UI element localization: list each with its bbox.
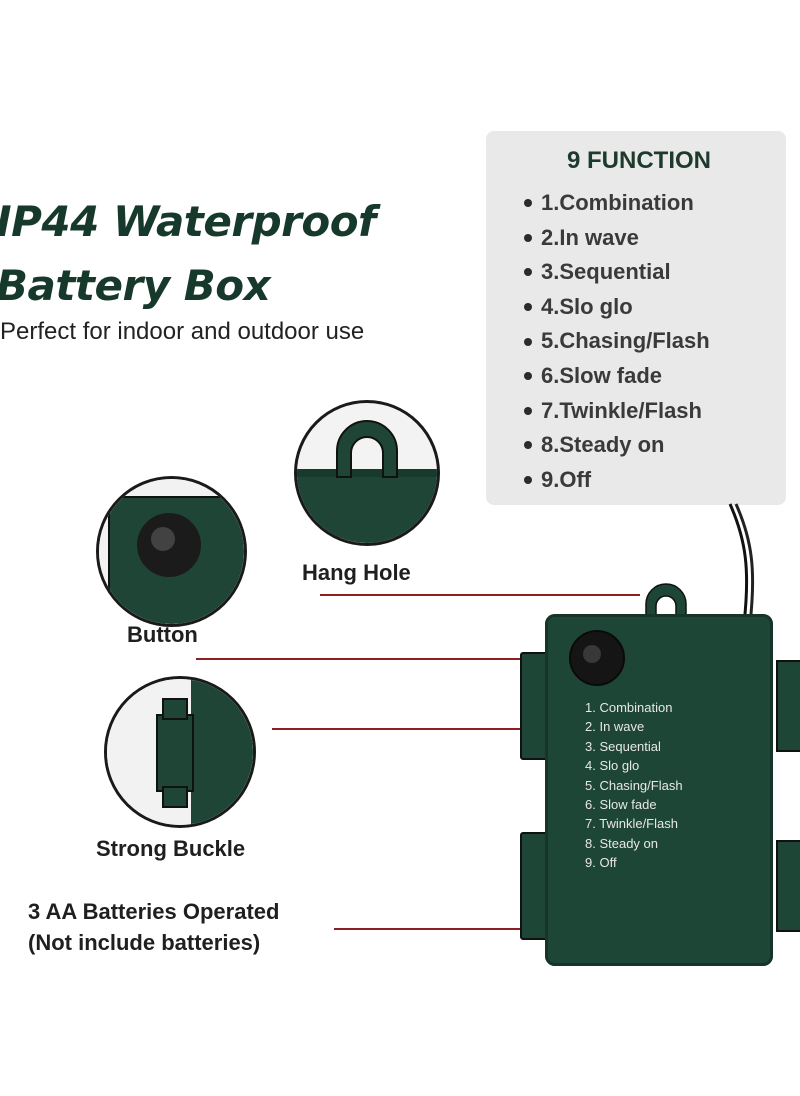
battery-leader-line bbox=[334, 928, 634, 930]
function-item-label: 2.In wave bbox=[541, 224, 639, 250]
battery-note-line-2: (Not include batteries) bbox=[28, 930, 261, 955]
box-function-item: 7. Twinkle/Flash bbox=[585, 816, 678, 832]
function-list: 1.Combination 2.In wave 3.Sequential 4.S… bbox=[524, 186, 710, 497]
hang-hole-leader-line bbox=[320, 594, 640, 596]
function-item: 6.Slow fade bbox=[524, 359, 710, 394]
box-function-item: 1. Combination bbox=[585, 700, 673, 715]
box-function-item: 8. Steady on bbox=[585, 835, 658, 851]
battery-box-function-list: 1. Combination 2. In wave 3. Sequential … bbox=[585, 698, 683, 873]
right-buckle-top bbox=[776, 660, 800, 752]
function-item-label: 8.Steady on bbox=[541, 432, 665, 458]
bullet-icon bbox=[524, 268, 532, 277]
power-button-icon bbox=[99, 479, 244, 624]
hang-hole-detail-image bbox=[294, 400, 440, 546]
function-panel: 9 FUNCTION 1.Combination 2.In wave 3.Seq… bbox=[486, 131, 786, 505]
bullet-icon bbox=[524, 337, 532, 346]
function-item-label: 3.Sequential bbox=[541, 259, 671, 285]
bullet-icon bbox=[524, 372, 532, 381]
button-detail-image bbox=[96, 476, 247, 627]
product-title: IP44 Waterproof Battery Box bbox=[0, 190, 456, 318]
buckle-leader-line bbox=[272, 728, 528, 730]
box-function-item: 5. Chasing/Flash bbox=[585, 777, 683, 793]
bullet-icon bbox=[524, 199, 532, 208]
box-function-item: 6. Slow fade bbox=[585, 797, 657, 813]
button-leader-line bbox=[196, 658, 588, 660]
button-label: Button bbox=[127, 622, 198, 647]
function-item: 7.Twinkle/Flash bbox=[524, 394, 710, 429]
bullet-icon bbox=[524, 441, 532, 450]
title-line-1: IP44 Waterproof bbox=[0, 197, 376, 246]
function-item-label: 6.Slow fade bbox=[541, 362, 663, 388]
box-function-item: 9. Off bbox=[585, 855, 617, 871]
box-function-item: 4. Slo glo bbox=[585, 758, 640, 774]
battery-note: 3 AA Batteries Operated (Not include bat… bbox=[28, 896, 279, 958]
function-item: 8.Steady on bbox=[524, 428, 710, 463]
bullet-icon bbox=[524, 233, 532, 242]
box-function-item: 3. Sequential bbox=[585, 738, 661, 754]
function-item-label: 4.Slo glo bbox=[541, 293, 633, 319]
cable-wire bbox=[728, 503, 755, 625]
function-item: 9.Off bbox=[524, 463, 710, 498]
function-item-label: 1.Combination bbox=[541, 190, 694, 215]
function-item: 3.Sequential bbox=[524, 255, 710, 290]
hang-hole-label: Hang Hole bbox=[302, 560, 411, 585]
title-line-2: Battery Box bbox=[0, 261, 271, 310]
product-subtitle: Perfect for indoor and outdoor use bbox=[0, 318, 365, 345]
hang-hole-icon bbox=[297, 420, 437, 543]
bullet-icon bbox=[524, 476, 532, 485]
box-function-item: 2. In wave bbox=[585, 719, 645, 735]
strong-buckle-label: Strong Buckle bbox=[96, 836, 246, 861]
right-buckle-bottom bbox=[776, 840, 800, 932]
function-item-label: 7.Twinkle/Flash bbox=[541, 397, 702, 423]
buckle-icon bbox=[107, 679, 253, 825]
battery-note-line-1: 3 AA Batteries Operated bbox=[28, 899, 280, 924]
function-item-label: 5.Chasing/Flash bbox=[541, 328, 710, 354]
function-item-label: 9.Off bbox=[541, 466, 592, 492]
battery-box: 1. Combination 2. In wave 3. Sequential … bbox=[545, 614, 773, 966]
power-button[interactable] bbox=[567, 628, 627, 688]
buckle-detail-image bbox=[104, 676, 256, 828]
bullet-icon bbox=[524, 303, 532, 312]
bullet-icon bbox=[524, 406, 532, 415]
function-item: 4.Slo glo bbox=[524, 290, 710, 325]
function-panel-title: 9 FUNCTION bbox=[567, 147, 711, 174]
function-item: 5.Chasing/Flash bbox=[524, 324, 710, 359]
hang-hole-loop-icon bbox=[645, 583, 687, 620]
function-item: 2.In wave bbox=[524, 221, 710, 256]
function-item: 1.Combination bbox=[524, 186, 710, 221]
